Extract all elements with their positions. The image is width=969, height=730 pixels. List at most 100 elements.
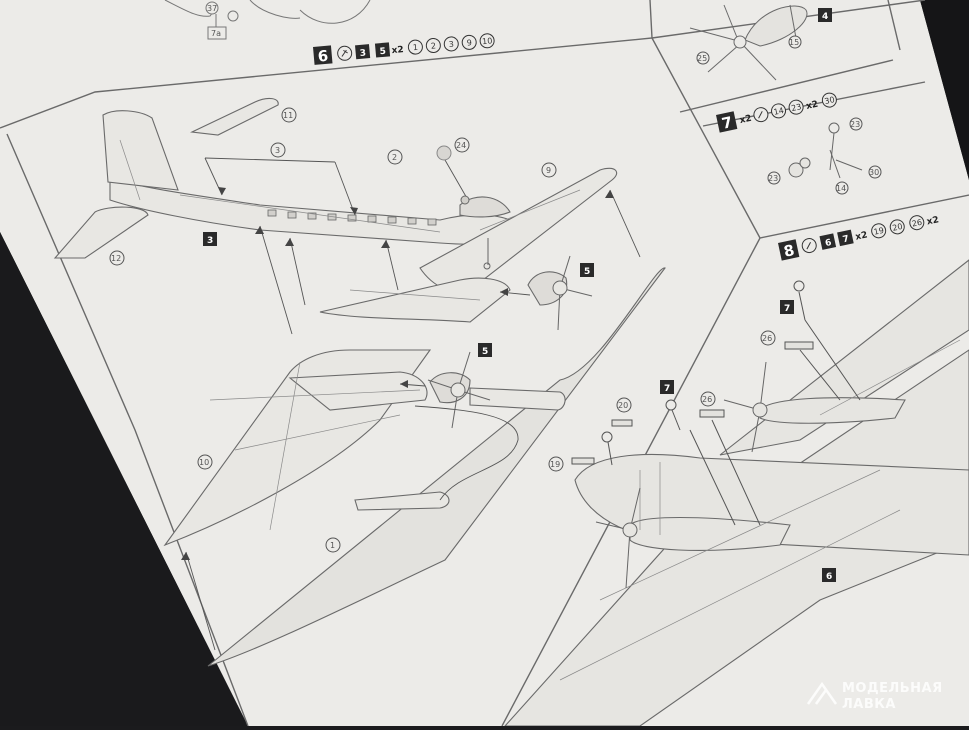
step-number: 8: [782, 241, 796, 261]
part-circle: [760, 330, 776, 346]
sub-badge-text: 3: [207, 236, 213, 246]
part-label: 2: [392, 153, 397, 162]
part-circle-text: 20: [892, 222, 904, 233]
part-circle: [821, 92, 837, 108]
shop-logo-icon: [806, 681, 838, 705]
glue-icon: [337, 45, 353, 61]
part-circle: [871, 223, 887, 239]
nose-gear: [483, 238, 491, 270]
watermark-line2: ЛАВКА: [842, 697, 896, 712]
header-strip: 37 7a 6 3 5 x2 1 2 3 9 10: [164, 0, 495, 66]
part-circle: [700, 391, 716, 407]
sub-badge-text: 6: [824, 238, 832, 249]
part-label: 3: [275, 146, 280, 155]
antenna-base: [460, 195, 470, 205]
step8-gear-parts: [571, 280, 861, 526]
part-circle: [616, 397, 632, 413]
part-label: 9: [546, 166, 551, 175]
part-label: 1: [330, 541, 335, 550]
part-label: 20: [618, 401, 628, 410]
part-circle-text: 30: [824, 95, 836, 106]
part-circle-text: 2: [430, 41, 436, 50]
wing-tank: [354, 491, 450, 511]
part-label: 23: [768, 174, 778, 183]
step-number-box: [716, 111, 738, 133]
step6-main-drawing: 11 3 2 24 9 12 10 1 3 5 5: [53, 97, 666, 667]
tailplane-12: [53, 206, 149, 259]
nacelle-upper: [319, 277, 511, 323]
part-circle: [909, 215, 925, 231]
multiplier-text: x2: [391, 45, 404, 56]
tailplane-11: [190, 97, 279, 136]
engine-nacelle-back: [759, 397, 906, 424]
step-number: 7: [720, 113, 734, 133]
sub-badge-text: 5: [482, 347, 488, 357]
part-7a-label: 7a: [211, 29, 221, 38]
step-number-box: [778, 239, 800, 261]
sub-badge-3: [355, 44, 371, 60]
cockpit: [459, 196, 511, 218]
step4-badge: [818, 8, 832, 22]
watermark: МОДЕЛЬНАЯ ЛАВКА: [806, 681, 943, 712]
sub-badge: [580, 263, 594, 277]
step8-panel-lines: [559, 339, 961, 681]
part-circle: [868, 165, 882, 179]
part-circle-text: 26: [911, 218, 923, 229]
part-circle: [849, 117, 863, 131]
sub-badge-text: 7: [842, 234, 850, 245]
step4-box: 4 25 15: [689, 4, 832, 81]
nacelle-lower: [288, 371, 428, 411]
sub-badge: [478, 343, 492, 357]
step-number: 6: [317, 47, 329, 66]
part-circle: [889, 219, 905, 235]
multiplier-text: x2: [926, 215, 940, 227]
part-24-blob: [436, 145, 452, 161]
propeller-upper: [552, 255, 593, 331]
part-circle-text: 3: [448, 40, 454, 49]
step7-header: 7 x2 14 23 x2 30: [716, 92, 837, 133]
paper-shadow-edge: [920, 0, 969, 180]
part-label: 12: [111, 254, 121, 263]
step8-propellers: [595, 361, 768, 589]
multiplier-text: x2: [739, 114, 753, 126]
part-circle-text: 10: [482, 36, 493, 46]
sub-badge-3-text: 3: [359, 48, 366, 59]
sub-badge-text: 5: [584, 267, 590, 277]
part-circle: [771, 103, 787, 119]
sub-badge: [819, 233, 837, 250]
part-circle: [461, 34, 477, 50]
step-number-box: [313, 45, 333, 65]
part-label: 11: [283, 111, 293, 120]
part-37-label: 37: [207, 4, 217, 13]
step8-header: 8 6 7 x2 19 20 26 x2: [778, 215, 940, 261]
watermark-line1: МОДЕЛЬНАЯ: [842, 681, 943, 696]
multiplier-text: x2: [805, 100, 819, 112]
exhaust: [469, 387, 566, 411]
part-label: 26: [762, 334, 772, 343]
part-circle: [835, 181, 849, 195]
sub-badge: [203, 232, 217, 246]
sub-badge-text: 6: [826, 572, 832, 582]
engine-nacelle-front: [629, 516, 791, 552]
part-label: 14: [836, 184, 846, 193]
part-label: 19: [550, 460, 560, 469]
part-circle-text: 14: [773, 106, 785, 117]
part-label: 23: [850, 120, 860, 129]
part-label: 26: [702, 395, 712, 404]
sub-badge: [822, 568, 836, 582]
arrow-heads: [181, 187, 614, 560]
glue-icon: [801, 238, 817, 254]
part-circle-text: 19: [873, 226, 885, 237]
step7-box: 7 x2 14 23 x2 30 23 23 14: [716, 92, 882, 195]
part-circle: [788, 35, 802, 49]
wing-right-9: [419, 167, 618, 294]
sub-badge-text: 7: [784, 304, 790, 314]
step8-section: 8 6 7 x2 19 20 26 x2: [503, 215, 969, 727]
panel-lines: [119, 139, 581, 531]
part-circle: [425, 38, 441, 54]
part-circle: [696, 51, 710, 65]
part-label: 10: [199, 458, 209, 467]
paper-left-shadow: [0, 232, 248, 726]
